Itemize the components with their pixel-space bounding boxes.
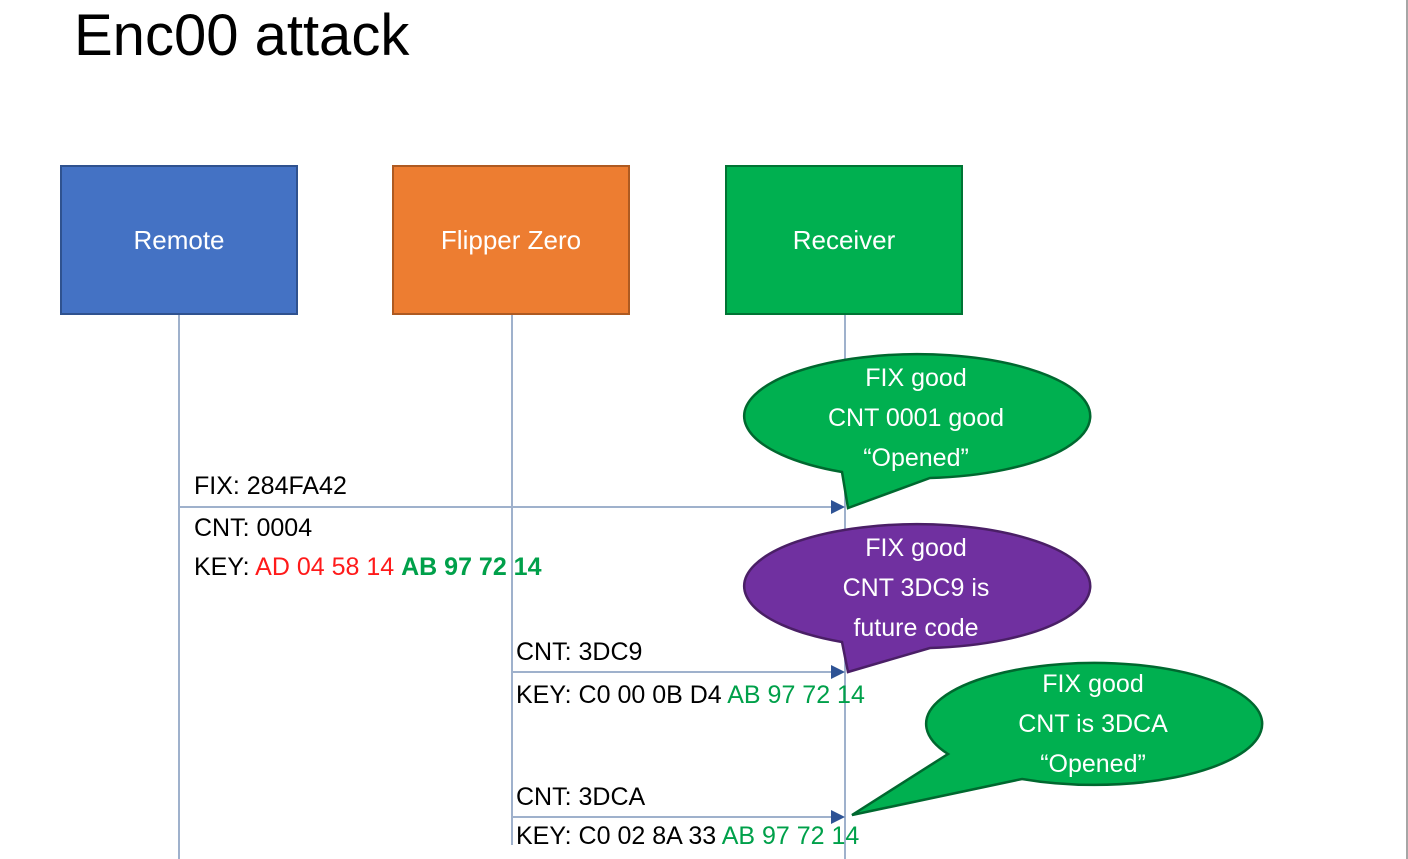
callout1-bubble-shape bbox=[743, 352, 1092, 510]
message1-key: KEY: AD 04 58 14 AB 97 72 14 bbox=[194, 553, 541, 582]
callout3-line1: FIX good bbox=[1042, 670, 1144, 698]
message3-key-prefix: KEY: C0 02 8A 33 bbox=[516, 822, 722, 850]
callout2-bubble-shape bbox=[743, 522, 1092, 674]
lifeline-remote bbox=[178, 315, 180, 859]
callout1-line2: CNT 0001 good bbox=[827, 403, 1005, 432]
message1-fix: FIX: 284FA42 bbox=[194, 472, 347, 500]
callout2-line2: CNT 3DC9 is bbox=[842, 573, 990, 602]
actor-flipper-zero-label: Flipper Zero bbox=[440, 224, 582, 255]
actor-remote: Remote bbox=[60, 165, 298, 315]
message1-key-red-part: AD 04 58 14 bbox=[255, 553, 402, 581]
actor-flipper-zero: Flipper Zero bbox=[392, 165, 630, 315]
actor-receiver: Receiver bbox=[725, 165, 963, 315]
callout3-text: FIX good CNT is 3DCA “Opened” bbox=[930, 666, 1256, 782]
message1-cnt: CNT: 0004 bbox=[194, 514, 313, 542]
callout3-bubble bbox=[851, 661, 1264, 817]
message3-key-green-part: AB 97 72 14 bbox=[721, 822, 860, 850]
message3-key: KEY: C0 02 8A 33 AB 97 72 14 bbox=[516, 822, 859, 851]
callout3-bubble-shape bbox=[851, 661, 1264, 817]
slide-right-edge bbox=[1406, 0, 1408, 859]
message1-arrowhead-icon bbox=[831, 500, 845, 514]
callout2-text: FIX good CNT 3DC9 is future code bbox=[760, 530, 1072, 645]
message3-cnt: CNT: 3DCA bbox=[516, 783, 646, 811]
callout2-line1: FIX good bbox=[865, 533, 967, 562]
diagram-title: Enc00 attack bbox=[74, 3, 410, 68]
lifeline-flipper bbox=[511, 315, 513, 845]
callout1-text: FIX good CNT 0001 good “Opened” bbox=[760, 360, 1072, 475]
callout1-bubble bbox=[743, 352, 1092, 510]
message1-key-green-part: AB 97 72 14 bbox=[401, 553, 542, 581]
actor-remote-label: Remote bbox=[133, 224, 225, 255]
message2-key-green-part: AB 97 72 14 bbox=[727, 681, 865, 709]
message1-key-prefix: KEY: bbox=[194, 553, 256, 581]
callout3-line2: CNT is 3DCA bbox=[1018, 710, 1168, 738]
message3-line bbox=[512, 816, 834, 818]
message2-cnt: CNT: 3DC9 bbox=[516, 638, 643, 666]
callout3-line3: “Opened” bbox=[1040, 750, 1146, 778]
callout2-line3: future code bbox=[853, 613, 979, 642]
message2-key-prefix: KEY: C0 00 0B D4 bbox=[516, 681, 728, 709]
message2-line bbox=[512, 671, 834, 673]
callout1-line1: FIX good bbox=[865, 363, 967, 392]
message2-key: KEY: C0 00 0B D4 AB 97 72 14 bbox=[516, 681, 865, 710]
actor-receiver-label: Receiver bbox=[792, 224, 896, 255]
callout2-bubble bbox=[743, 522, 1092, 674]
message3-arrowhead-icon bbox=[831, 810, 845, 824]
callout1-line3: “Opened” bbox=[863, 443, 969, 472]
message2-arrowhead-icon bbox=[831, 665, 845, 679]
message1-line bbox=[179, 506, 834, 508]
